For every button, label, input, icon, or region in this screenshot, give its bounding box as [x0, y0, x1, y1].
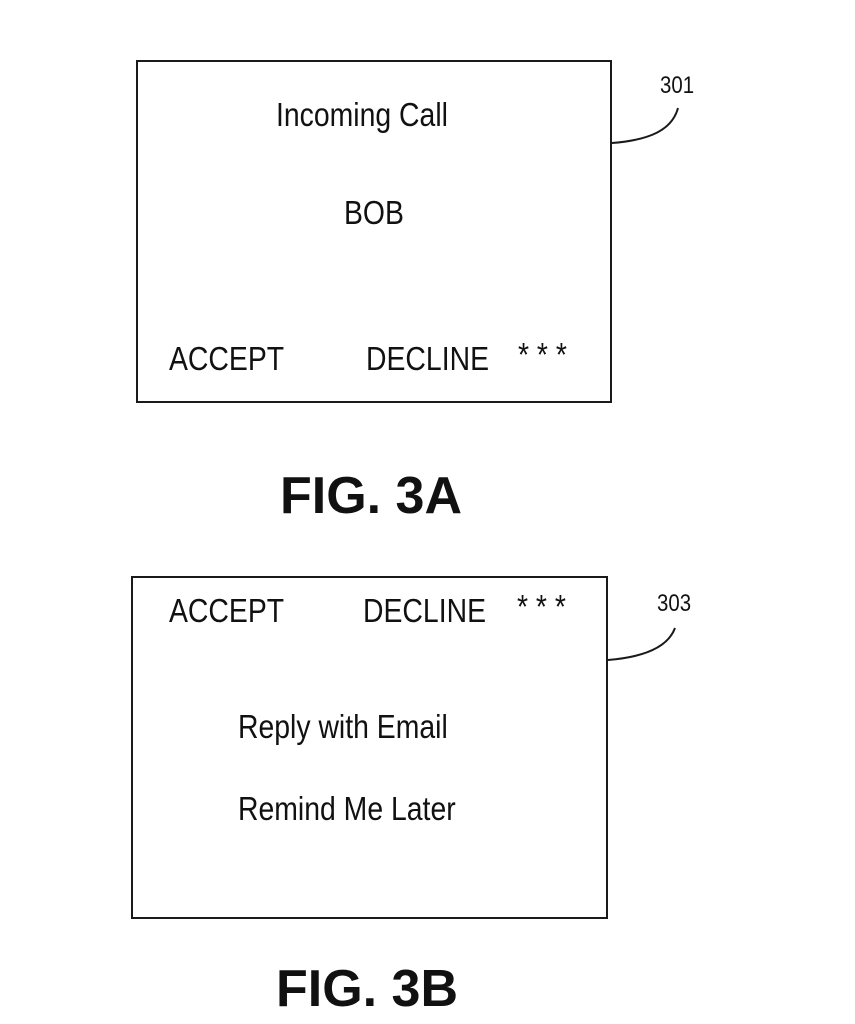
decline-softkey[interactable]: DECLINE [366, 340, 490, 377]
leader-line-301 [611, 107, 679, 144]
figure-label-3a: FIG. 3A [280, 467, 463, 525]
decline-softkey[interactable]: DECLINE [363, 592, 487, 629]
figure-label-3b: FIG. 3B [276, 960, 459, 1018]
menu-item-remind-me-later[interactable]: Remind Me Later [238, 790, 456, 827]
reference-numeral-301: 301 [660, 72, 695, 99]
incoming-call-screen: Incoming Call BOB ACCEPT DECLINE * * * [136, 60, 612, 403]
reference-numeral-303: 303 [657, 590, 692, 617]
accept-softkey[interactable]: ACCEPT [169, 340, 285, 377]
incoming-call-title: Incoming Call [276, 96, 448, 133]
accept-softkey[interactable]: ACCEPT [169, 592, 285, 629]
more-options-softkey[interactable]: * * * [517, 588, 566, 625]
more-options-softkey[interactable]: * * * [518, 336, 567, 373]
call-options-screen: ACCEPT DECLINE * * * Reply with Email Re… [131, 576, 608, 919]
caller-name: BOB [344, 194, 404, 231]
leader-line-303 [607, 627, 676, 661]
menu-item-reply-with-email[interactable]: Reply with Email [238, 708, 448, 745]
